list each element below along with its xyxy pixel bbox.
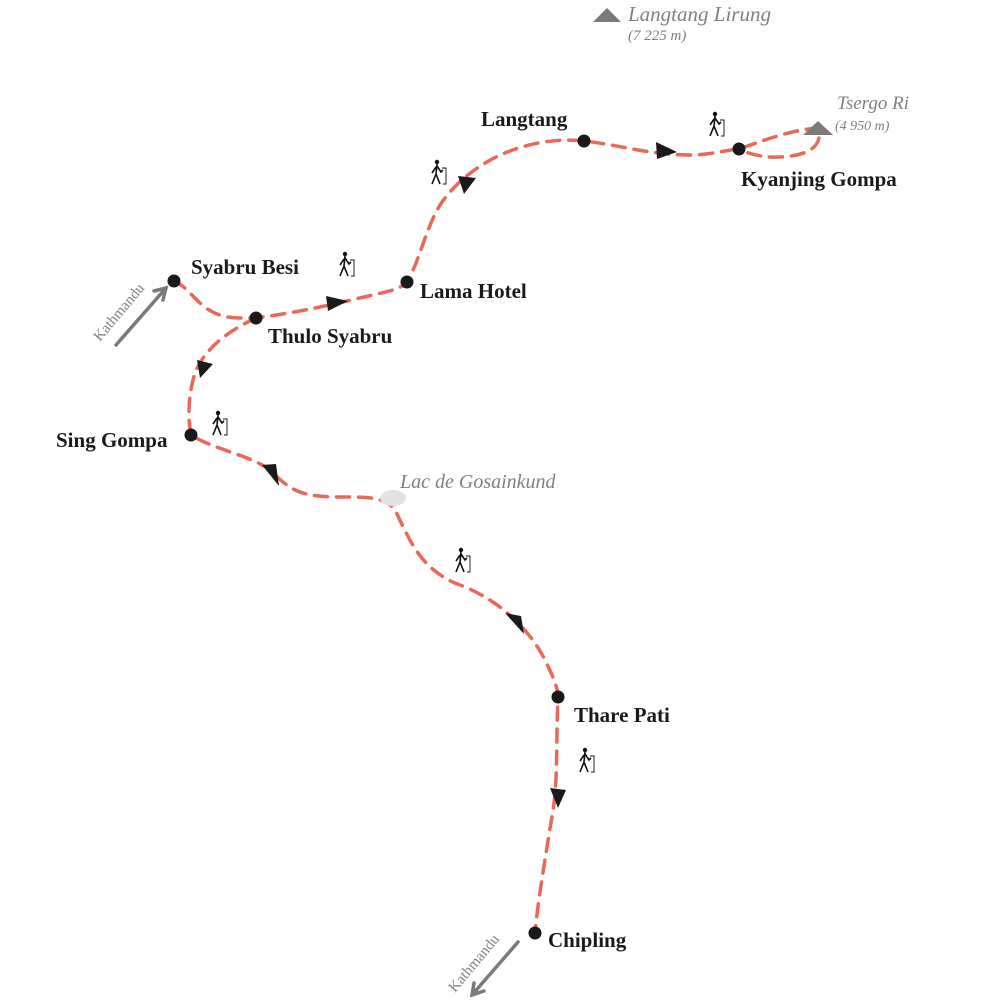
town-label-kyanjing-gompa: Kyanjing Gompa: [741, 167, 897, 191]
town-marker-lama-hotel: [400, 275, 414, 289]
town-label-lama-hotel: Lama Hotel: [420, 279, 527, 303]
peak-altitude-tsergo-ri: (4 950 m): [835, 119, 890, 134]
town-marker-thulo-syabru: [249, 311, 263, 325]
lake-shape: [380, 490, 406, 506]
town-marker-thare-pati: [551, 690, 565, 704]
peak-icon: [803, 121, 833, 135]
town-marker-chipling: [528, 926, 542, 940]
direction-arrow-icon: [550, 788, 566, 808]
hiker-icon: [212, 409, 228, 436]
peak-icon: [593, 8, 621, 22]
hiker-icon: [579, 746, 595, 773]
town-marker-kyanjing-gompa: [732, 142, 746, 156]
arrow-north-exit-icon: [114, 285, 169, 347]
town-label-langtang: Langtang: [481, 107, 568, 131]
town-label-thare-pati: Thare Pati: [574, 703, 670, 727]
direction-arrow-icon: [197, 360, 213, 378]
direction-arrow-icon: [505, 613, 524, 634]
trek-route: [172, 126, 821, 935]
direction-arrow-icon: [262, 464, 279, 486]
peak-name-langtang-lirung: Langtang Lirung: [627, 2, 771, 26]
hiker-icon: [431, 159, 447, 185]
arrow-south-exit-icon: [469, 940, 520, 998]
town-label-syabru-besi: Syabru Besi: [191, 255, 299, 279]
town-marker-langtang: [577, 134, 591, 148]
exit-label-north: Kathmandu: [91, 280, 149, 344]
town-label-thulo-syabru: Thulo Syabru: [268, 324, 393, 348]
town-label-sing-gompa: Sing Gompa: [56, 428, 168, 452]
direction-arrows: [197, 142, 677, 808]
direction-arrow-icon: [656, 142, 677, 159]
peak-altitude-langtang-lirung: (7 225 m): [628, 28, 686, 44]
hiker-icon: [339, 251, 355, 277]
peak-name-tsergo-ri: Tsergo Ri: [837, 93, 909, 114]
town-label-chipling: Chipling: [548, 928, 627, 952]
hiker-icon: [709, 111, 725, 137]
lake-label: Lac de Gosainkund: [399, 471, 557, 493]
direction-arrow-icon: [326, 296, 348, 311]
hiker-icon: [455, 546, 471, 573]
direction-arrow-icon: [458, 176, 476, 194]
town-marker-syabru-besi: [167, 274, 181, 288]
town-marker-sing-gompa: [184, 428, 198, 442]
